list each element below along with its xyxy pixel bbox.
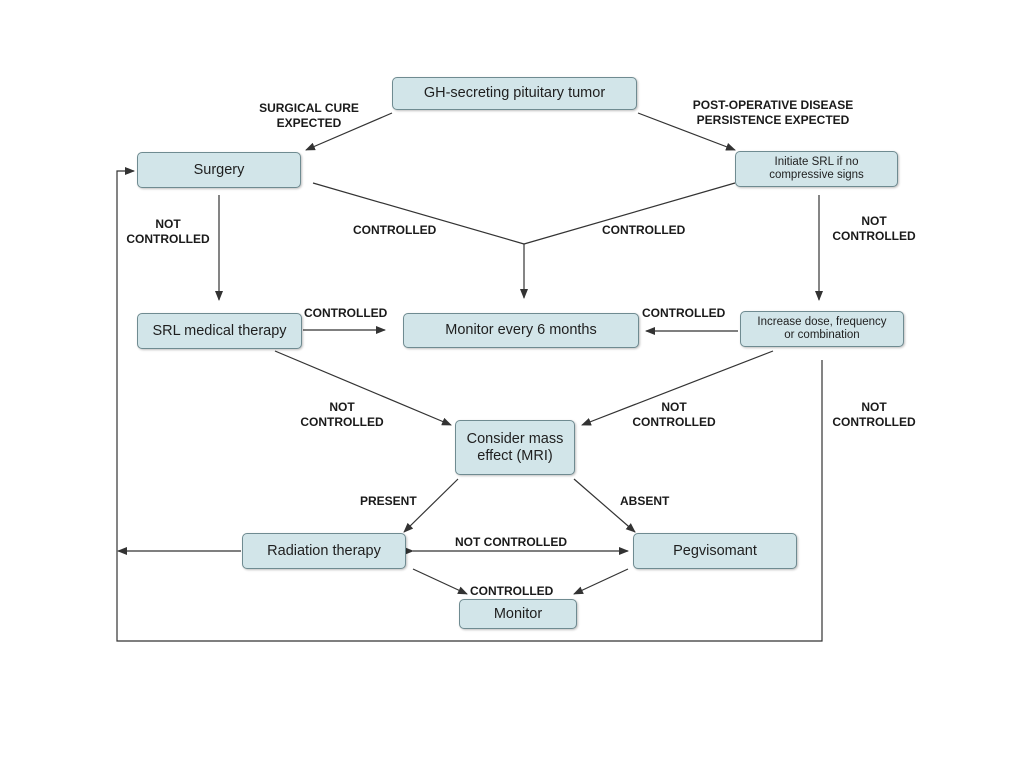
line-initiate-controlled: [523, 182, 736, 245]
label-controlled-srl-therapy: CONTROLLED: [304, 306, 388, 320]
arrow-tumor-to-surgery: [305, 112, 393, 151]
label-post-op-persistence: POST-OPERATIVE DISEASE PERSISTENCE EXPEC…: [692, 98, 854, 127]
label-controlled-increase: CONTROLLED: [642, 306, 726, 320]
label-not-controlled-radiation-pegvisomant: NOT CONTROLLED: [455, 535, 567, 549]
label-not-controlled-surgery: NOT CONTROLLED: [126, 217, 210, 246]
node-monitor: Monitor: [459, 599, 577, 629]
arrow-pegvisomant-to-monitor: [573, 568, 629, 595]
label-absent: ABSENT: [620, 494, 670, 508]
arrow-radiation-to-monitor: [412, 568, 468, 595]
arrow-tumor-to-initiate-srl: [637, 112, 736, 151]
node-mass-effect: Consider mass effect (MRI): [455, 420, 575, 475]
label-controlled-surgery: CONTROLLED: [353, 223, 437, 237]
label-controlled-monitor: CONTROLLED: [470, 584, 554, 598]
arrow-mass-effect-to-radiation: [403, 478, 459, 533]
label-not-controlled-increase: NOT CONTROLLED: [632, 400, 716, 429]
node-monitor-6-months: Monitor every 6 months: [403, 313, 639, 348]
feedback-loop-to-surgery: [116, 167, 823, 642]
label-not-controlled-loop: NOT CONTROLLED: [832, 400, 916, 429]
label-not-controlled-srl-therapy: NOT CONTROLLED: [300, 400, 384, 429]
node-gh-tumor: GH-secreting pituitary tumor: [392, 77, 637, 110]
arrow-srl-therapy-to-mass-effect: [274, 350, 452, 426]
node-srl-medical-therapy: SRL medical therapy: [137, 313, 302, 349]
line-surgery-controlled: [312, 182, 525, 245]
node-increase-dose: Increase dose, frequency or combination: [740, 311, 904, 347]
label-present: PRESENT: [360, 494, 417, 508]
node-radiation-therapy: Radiation therapy: [242, 533, 406, 569]
arrow-mass-effect-to-pegvisomant: [573, 478, 636, 533]
node-pegvisomant: Pegvisomant: [633, 533, 797, 569]
label-surgical-cure-expected: SURGICAL CURE EXPECTED: [259, 101, 359, 130]
label-not-controlled-initiate: NOT CONTROLLED: [832, 214, 916, 243]
arrow-increase-to-mass-effect: [581, 350, 774, 426]
label-controlled-initiate: CONTROLLED: [602, 223, 686, 237]
node-initiate-srl: Initiate SRL if no compressive signs: [735, 151, 898, 187]
node-surgery: Surgery: [137, 152, 301, 188]
